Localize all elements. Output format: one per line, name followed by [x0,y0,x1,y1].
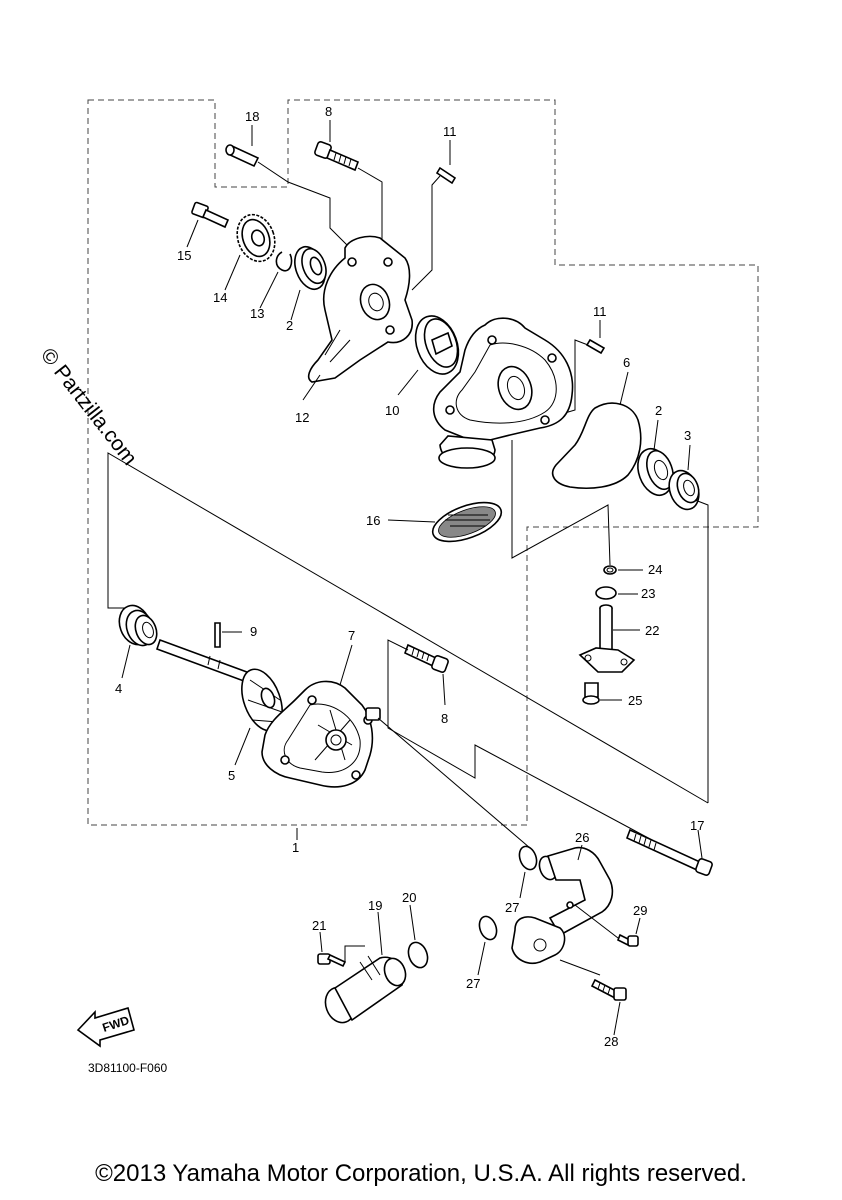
callout-17: 17 [690,818,704,833]
callout-21: 21 [312,918,326,933]
part-8-bolt-lower[interactable] [403,643,449,673]
callout-25: 25 [628,693,642,708]
part-22-pipe[interactable] [578,604,636,673]
part-18-dowel-pin[interactable] [225,144,260,168]
part-25-bolt[interactable] [582,682,600,705]
callout-10: 10 [385,403,399,418]
callout-15: 15 [177,248,191,263]
callout-16: 16 [366,513,380,528]
callout-4: 4 [115,681,122,696]
part-17-long-bolt[interactable] [625,828,713,876]
part-3-oil-seal[interactable] [664,466,704,513]
callout-18: 18 [245,109,259,124]
pump-cover-housing[interactable] [432,317,574,469]
part-10-impeller[interactable] [408,310,466,380]
callout-11-top: 11 [443,124,457,139]
part-20-o-ring[interactable] [405,940,431,971]
callout-8-lower: 8 [441,711,448,726]
callout-1: 1 [292,840,299,855]
part-2-bearing-left[interactable] [289,243,330,294]
callout-26: 26 [575,830,589,845]
callout-2-left: 2 [286,318,293,333]
callout-19: 19 [368,898,382,913]
part-2-bearing-right[interactable] [632,444,678,500]
impeller-shaft[interactable] [155,638,257,686]
part-11-pin-top[interactable] [435,166,457,185]
callout-2-right: 2 [655,403,662,418]
part-27-o-ring-upper[interactable] [516,844,539,872]
copyright-notice: ©2013 Yamaha Motor Corporation, U.S.A. A… [95,1160,747,1187]
callout-5: 5 [228,768,235,783]
part-27-o-ring-lower[interactable] [476,914,499,942]
part-16-strainer[interactable] [428,495,507,550]
callout-13: 13 [250,306,264,321]
callout-9: 9 [250,624,257,639]
part-12-pump-body[interactable] [307,235,413,383]
fwd-arrow-icon: FWD [76,1006,135,1048]
part-24-washer[interactable] [603,565,617,575]
callout-23: 23 [641,586,655,601]
callout-27-upper: 27 [505,900,519,915]
callout-27-lower: 27 [466,976,480,991]
part-21-bolt[interactable] [317,953,347,968]
callout-3: 3 [684,428,691,443]
callout-14: 14 [213,290,227,305]
part-13-circlip[interactable] [275,251,293,272]
part-19-pipe-fitting[interactable] [321,955,409,1026]
diagram-code: 3D81100-F060 [88,1061,167,1075]
callout-6: 6 [623,355,630,370]
callout-7: 7 [348,628,355,643]
part-9-pin[interactable] [214,622,221,648]
part-15-bolt[interactable] [191,201,230,229]
part-23-o-ring[interactable] [595,586,617,600]
callout-22: 22 [645,623,659,638]
part-11-pin-right[interactable] [585,338,606,355]
callout-29: 29 [633,903,647,918]
assembly-boundary [87,99,759,826]
part-6-gasket[interactable] [551,402,642,490]
part-28-bolt[interactable] [590,978,627,1001]
part-4-mechanical-seal[interactable] [114,601,160,649]
part-8-bolt-top[interactable] [314,141,360,172]
callout-11-right: 11 [593,304,607,319]
callout-28: 28 [604,1034,618,1049]
callout-8-top: 8 [325,104,332,119]
callout-24: 24 [648,562,662,577]
watermark: © Partzilla.com [36,344,141,470]
callout-20: 20 [402,890,416,905]
part-7-pump-cover[interactable] [261,680,381,788]
part-14-drive-gear[interactable] [231,209,281,266]
part-29-bolt[interactable] [616,933,639,947]
callout-12: 12 [295,410,309,425]
part-26-water-pipe[interactable] [511,846,614,964]
